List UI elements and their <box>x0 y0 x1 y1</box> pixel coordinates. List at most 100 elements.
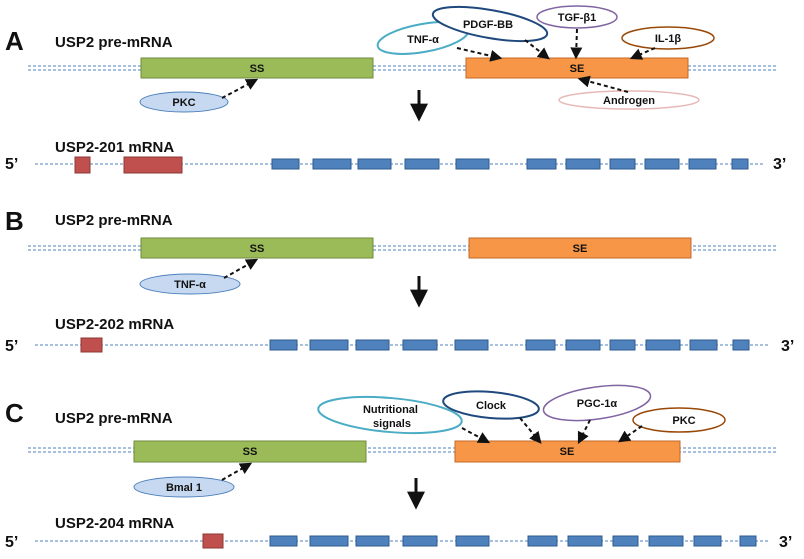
arrow-tnf-to-ss-b <box>223 258 259 279</box>
panel-a: A USP2 pre-mRNA SS SE PKC TNF-α PDGF-BB … <box>5 5 786 174</box>
exon-blue-a-7 <box>565 158 601 170</box>
nutritional-signals-line-1: Nutritional <box>363 404 418 416</box>
regulator-pdgf-bb <box>431 5 549 43</box>
exon-blue-c-10 <box>693 535 722 547</box>
arrow-tgf-to-se-a <box>570 28 583 60</box>
exon-blue-b-9 <box>645 339 681 351</box>
regulator-pkc-a-label: PKC <box>172 97 195 109</box>
exon-blue-a-11 <box>731 158 749 170</box>
regulator-bmal1 <box>133 476 235 498</box>
panel-letter-a: A <box>5 26 24 56</box>
exon-blue-a-5 <box>455 158 490 170</box>
exon-blue-a-3 <box>357 158 392 170</box>
exon-blue-c-1 <box>269 535 298 547</box>
three-prime-b: 3’ <box>781 338 794 355</box>
mrna-label-a: USP2-201 mRNA <box>55 139 174 156</box>
regulator-tgf-b1-label: TGF-β1 <box>558 12 597 24</box>
exon-blue-c-5 <box>455 535 490 547</box>
regulator-pgc-1a-label: PGC-1α <box>577 398 618 410</box>
exon-blue-c-6 <box>527 535 558 547</box>
exon-blue-b-8 <box>609 339 636 351</box>
exon-blue-c-8 <box>612 535 639 547</box>
exon-red-c-1 <box>202 533 224 549</box>
exon-blue-c-11 <box>739 535 757 547</box>
exon-blue-a-1 <box>271 158 300 170</box>
five-prime-a: 5’ <box>5 156 18 173</box>
arrow-pkc-to-se-c <box>618 425 643 443</box>
regulator-nutritional-signals-label: Nutritional signals <box>363 404 421 430</box>
exon-blue-c-7 <box>567 535 603 547</box>
regulator-androgen-label: Androgen <box>603 95 655 107</box>
exon-blue-a-4 <box>404 158 440 170</box>
panel-letter-b: B <box>5 206 24 236</box>
exon-blue-a-6 <box>526 158 557 170</box>
three-prime-c: 3’ <box>779 534 792 551</box>
exon-blue-b-11 <box>732 339 750 351</box>
se-box-b <box>468 237 692 259</box>
exon-blue-a-2 <box>312 158 352 170</box>
regulator-tnf-a-label: TNF-α <box>407 34 439 46</box>
exon-blue-a-9 <box>644 158 680 170</box>
exon-blue-b-5 <box>454 339 489 351</box>
exon-blue-b-10 <box>689 339 718 351</box>
exon-blue-b-1 <box>269 339 298 351</box>
exon-red-a-1 <box>74 156 91 174</box>
exon-row-a <box>74 156 749 174</box>
exon-blue-b-7 <box>565 339 601 351</box>
exon-blue-c-9 <box>648 535 684 547</box>
panel-b: B USP2 pre-mRNA SS SE TNF-α USP2-202 mRN… <box>5 206 794 355</box>
regulator-pkc-c-label: PKC <box>672 415 695 427</box>
regulator-clock-label: Clock <box>476 400 507 412</box>
pre-mrna-label-b: USP2 pre-mRNA <box>55 212 173 229</box>
exon-blue-b-2 <box>309 339 349 351</box>
exon-red-b-1 <box>80 337 103 353</box>
pre-mrna-label-a: USP2 pre-mRNA <box>55 34 173 51</box>
regulator-il-1b-label: IL-1β <box>655 33 682 45</box>
five-prime-b: 5’ <box>5 338 18 355</box>
five-prime-c: 5’ <box>5 534 18 551</box>
se-box-c <box>454 440 681 463</box>
regulator-pgc-1a <box>542 384 652 422</box>
exon-row-c <box>202 533 757 549</box>
regulator-nutritional-signals <box>317 395 463 435</box>
regulator-pkc-a <box>139 91 229 113</box>
ss-label-c: SS <box>243 446 258 458</box>
regulator-clock <box>442 390 540 420</box>
regulator-tnf-b-label: TNF-α <box>174 279 206 291</box>
exon-blue-c-4 <box>402 535 438 547</box>
nutritional-signals-line-2: signals <box>373 418 411 430</box>
regulator-pkc-c <box>632 407 726 433</box>
exon-blue-c-2 <box>309 535 349 547</box>
exon-blue-c-3 <box>355 535 390 547</box>
arrow-nutritional-to-se-c <box>461 427 491 444</box>
regulator-tgf-b1 <box>536 5 618 29</box>
mrna-label-c: USP2-204 mRNA <box>55 515 174 532</box>
regulator-pdgf-bb-label: PDGF-BB <box>463 19 513 31</box>
se-label-b: SE <box>573 243 588 255</box>
exon-blue-a-10 <box>688 158 717 170</box>
se-label-a: SE <box>570 63 585 75</box>
ss-box-b <box>140 237 374 259</box>
regulator-il-1b <box>621 26 715 50</box>
panel-c: C USP2 pre-mRNA SS SE Bmal 1 Nutritional… <box>5 384 792 551</box>
exon-row-b <box>80 337 750 353</box>
arrow-pgc-to-se-c <box>577 419 591 445</box>
ss-box-a <box>140 57 374 79</box>
ss-label-b: SS <box>250 243 265 255</box>
arrow-il1b-to-se-a <box>629 47 656 60</box>
three-prime-a: 3’ <box>773 156 786 173</box>
arrow-pkc-to-ss-a <box>221 78 259 99</box>
arrow-pdgf-to-se-a <box>524 39 550 60</box>
arrow-bmal1-to-ss-c <box>221 462 253 481</box>
exon-blue-b-4 <box>402 339 438 351</box>
mrna-label-b: USP2-202 mRNA <box>55 316 174 333</box>
exon-blue-a-8 <box>609 158 636 170</box>
ss-box-c <box>133 440 367 463</box>
se-label-c: SE <box>560 446 575 458</box>
regulator-tnf-b <box>139 273 241 295</box>
arrow-clock-to-se-c <box>519 417 542 444</box>
panel-letter-c: C <box>5 398 24 428</box>
ss-label-a: SS <box>250 63 265 75</box>
